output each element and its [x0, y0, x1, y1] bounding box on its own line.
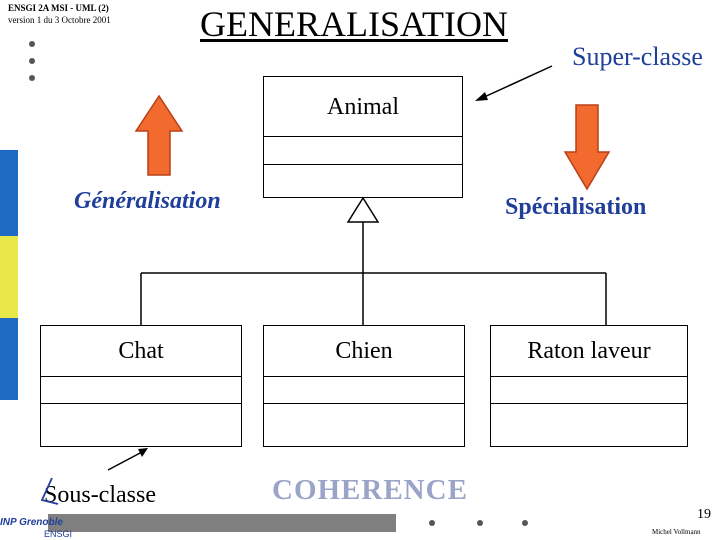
class-attributes-compartment	[41, 377, 241, 404]
pointer-arrowhead-icon	[475, 92, 488, 101]
specialisation-label: Spécialisation	[505, 194, 647, 220]
class-box-chien: Chien	[263, 325, 465, 447]
class-box-chat: Chat	[40, 325, 242, 447]
side-bar-yellow	[0, 236, 18, 318]
pointer-line-super	[481, 65, 553, 99]
side-bar-blue-top	[0, 150, 18, 236]
side-bar-blue-bottom	[0, 318, 18, 400]
class-name-chien: Chien	[264, 326, 464, 377]
logo-ensgi: ENSGI	[44, 529, 73, 539]
course-version: version 1 du 3 Octobre 2001	[8, 15, 111, 25]
coherence-label: COHERENCE	[272, 474, 468, 506]
footer-bar	[48, 514, 396, 532]
sous-classe-label: Sous-classe	[44, 482, 156, 508]
inheritance-triangle-icon	[346, 196, 380, 223]
course-title: ENSGI 2A MSI - UML (2)	[8, 3, 109, 13]
class-attributes-compartment	[264, 377, 464, 404]
pointer-arrowhead-icon	[138, 448, 148, 457]
arrow-up-icon	[134, 94, 184, 176]
pointer-line-sous	[107, 451, 143, 471]
arrow-down-icon	[563, 104, 611, 191]
class-attributes-compartment	[264, 137, 462, 165]
super-classe-label: Super-classe	[572, 42, 703, 71]
author-name: Michel Vollmann	[652, 528, 701, 536]
bullet-dot	[29, 58, 35, 64]
course-header: ENSGI 2A MSI - UML (2)	[8, 3, 109, 14]
class-name-animal: Animal	[264, 77, 462, 137]
footer-dot	[477, 520, 483, 526]
footer-dot	[429, 520, 435, 526]
logo-inp-grenoble: INP Grenoble	[0, 517, 63, 528]
footer-dot	[522, 520, 528, 526]
bullet-dot	[29, 75, 35, 81]
decorative-swoosh-icon	[40, 477, 59, 505]
class-box-raton-laveur: Raton laveur	[490, 325, 688, 447]
class-name-chat: Chat	[41, 326, 241, 377]
class-name-raton-laveur: Raton laveur	[491, 326, 687, 377]
class-box-animal: Animal	[263, 76, 463, 198]
slide-title: GENERALISATION	[200, 4, 508, 44]
bullet-dot	[29, 41, 35, 47]
generalisation-label: Généralisation	[74, 188, 221, 214]
class-attributes-compartment	[491, 377, 687, 404]
page-number: 19	[697, 507, 711, 522]
